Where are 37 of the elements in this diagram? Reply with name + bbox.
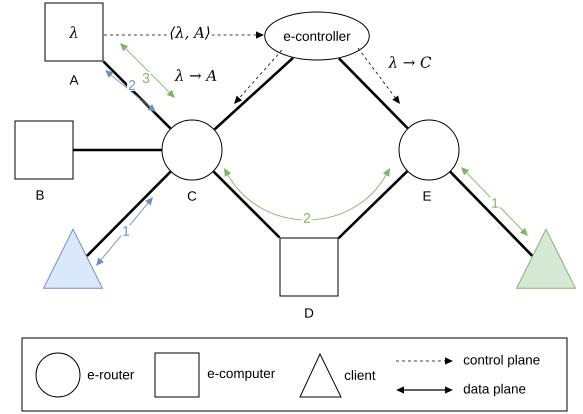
connection-line (102, 60, 172, 130)
connection-line (74, 148, 162, 152)
box (280, 238, 338, 296)
arrow (358, 48, 400, 104)
connection-line (86, 170, 172, 257)
arrow (461, 167, 528, 236)
legend-label: data plane (464, 384, 526, 396)
connection-line (214, 56, 294, 130)
connection-line (338, 170, 408, 240)
connection-line (338, 57, 409, 130)
node-label: C (188, 191, 196, 201)
legend-label: e-router (88, 370, 134, 380)
edge-label: 2 (302, 212, 312, 224)
arrow (120, 43, 175, 98)
connection-line (449, 170, 534, 257)
box: λ (44, 2, 104, 62)
arrow (96, 197, 153, 266)
legend-label: e-computer (208, 369, 275, 381)
node-label: B (36, 190, 44, 200)
edge-label: 1 (121, 225, 131, 237)
edge-label: 1 (490, 197, 500, 209)
edge-label: 2 (127, 79, 137, 91)
node-label: E (424, 191, 431, 201)
arrow (105, 70, 156, 112)
arrow (234, 50, 282, 104)
connection-line (212, 170, 280, 238)
legend-label: control plane (464, 354, 540, 368)
node-label: D (305, 308, 314, 318)
edge-label: λ → A (174, 68, 218, 82)
node-label: A (70, 75, 78, 85)
legend-label: client (344, 370, 376, 380)
edge-label: ⟨λ, A⟩ (168, 25, 212, 41)
router-circle (398, 120, 460, 180)
edge-label: λ → C (388, 55, 432, 69)
router-circle (162, 120, 222, 180)
edge-label: 3 (141, 72, 151, 84)
box (14, 120, 74, 180)
